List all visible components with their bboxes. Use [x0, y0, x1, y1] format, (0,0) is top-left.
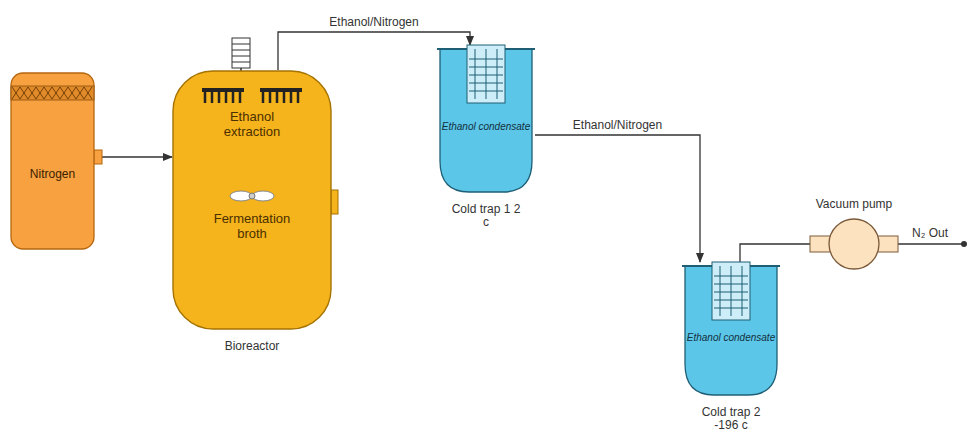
- tank-hatch: [12, 87, 92, 99]
- comb-tooth: [225, 92, 228, 103]
- flow-label: Ethanol/Nitrogen: [327, 15, 420, 29]
- node-heading: Vacuum pump: [810, 198, 898, 212]
- node-text: Ethanol condensate: [686, 332, 776, 344]
- coil-line: [475, 49, 476, 99]
- tank-body: [11, 73, 94, 249]
- comb-tooth: [276, 92, 279, 103]
- bioreactor-vessel: Ethanol extractionFermentation brothBior…: [172, 70, 332, 330]
- node-heading: Bioreactor: [177, 340, 327, 354]
- flow-connector: [740, 244, 810, 262]
- hatch-line: [36, 87, 44, 99]
- comb-tooth: [290, 92, 293, 103]
- coil-line: [731, 266, 732, 316]
- hatch-line: [12, 87, 20, 99]
- hatch-line: [76, 87, 84, 99]
- coil-line: [742, 266, 743, 316]
- hatch-line: [44, 87, 52, 99]
- node-text: Ethanol condensate: [441, 121, 531, 133]
- motor-line: [232, 50, 250, 51]
- edge-label-anchor: Ethanol/Nitrogen: [571, 118, 664, 132]
- bioreactor-vessel-outline: [172, 70, 332, 330]
- hatch-line: [76, 87, 84, 99]
- node-text: Fermentation broth: [202, 212, 302, 242]
- hatch-line: [60, 87, 68, 99]
- coil-line: [486, 49, 487, 99]
- motor-line: [232, 44, 250, 45]
- hatch-line: [84, 87, 92, 99]
- tank-nozzle: [94, 150, 102, 164]
- hatch-line: [84, 87, 92, 99]
- hatch-line: [36, 87, 44, 99]
- label-anchor: N₂ Out: [910, 226, 950, 240]
- hatch-line: [28, 87, 36, 99]
- coil-line: [497, 49, 498, 99]
- hatch-line: [60, 87, 68, 99]
- cold-trap-outline: [437, 45, 535, 195]
- cold-trap: Ethanol condensateCold trap 1 2 c: [437, 45, 535, 195]
- tube-body: [467, 45, 505, 103]
- vacuum-pump: Vacuum pump: [810, 218, 898, 270]
- comb-tooth: [269, 92, 272, 103]
- node-text: Nitrogen: [14, 168, 92, 182]
- motor-line: [232, 56, 250, 57]
- side-port: [331, 190, 338, 214]
- flow-connector: [95, 156, 172, 157]
- coil-line: [720, 266, 721, 316]
- hatch-line: [12, 87, 20, 99]
- outlet-label: N₂ Out: [910, 226, 950, 240]
- hatch-line: [52, 87, 60, 99]
- flow-label: Ethanol/Nitrogen: [571, 118, 664, 132]
- hatch-line: [28, 87, 36, 99]
- pump-body: [829, 219, 879, 269]
- comb-tooth: [262, 92, 265, 103]
- exhaust-dot: [961, 241, 967, 247]
- node-heading: Cold trap 1 2 c: [450, 203, 522, 231]
- exhaust-line: [898, 243, 962, 244]
- vacuum-pump-outline: [810, 218, 898, 270]
- hatch-line: [20, 87, 28, 99]
- comb-bar: [202, 88, 244, 92]
- motor-line: [232, 62, 250, 63]
- flow-connector: [535, 135, 700, 262]
- hatch-line: [52, 87, 60, 99]
- sparger-comb: [202, 88, 244, 103]
- comb-tooth: [232, 92, 235, 103]
- edge-label-anchor: Ethanol/Nitrogen: [327, 15, 420, 29]
- reactor-vessel: [173, 71, 331, 329]
- condenser-tube: [467, 45, 505, 103]
- node-text: Ethanol extraction: [202, 110, 302, 140]
- comb-tooth: [283, 92, 286, 103]
- hatch-line: [44, 87, 52, 99]
- nitrogen-tank: Nitrogen: [10, 72, 95, 250]
- cold-trap: Ethanol condensateCold trap 2 -196 c: [682, 262, 780, 398]
- sparger-comb: [260, 88, 302, 103]
- comb-bar: [260, 88, 302, 92]
- nitrogen-tank-outline: [10, 72, 95, 250]
- comb-tooth: [239, 92, 242, 103]
- comb-tooth: [297, 92, 300, 103]
- cold-trap-outline: [682, 262, 780, 398]
- trap-vessel: [685, 266, 777, 395]
- motor-body: [232, 38, 250, 68]
- condenser-tube: [712, 262, 750, 320]
- tube-body: [712, 262, 750, 320]
- impeller: [230, 191, 274, 201]
- comb-tooth: [211, 92, 214, 103]
- hatch-line: [68, 87, 76, 99]
- trap-vessel: [440, 49, 532, 192]
- tank-band: [11, 86, 94, 100]
- impeller-hub: [249, 193, 255, 199]
- hatch-line: [20, 87, 28, 99]
- comb-tooth: [204, 92, 207, 103]
- node-heading: Cold trap 2 -196 c: [695, 406, 767, 434]
- hatch-line: [68, 87, 76, 99]
- comb-tooth: [218, 92, 221, 103]
- motor-symbol: [232, 38, 250, 68]
